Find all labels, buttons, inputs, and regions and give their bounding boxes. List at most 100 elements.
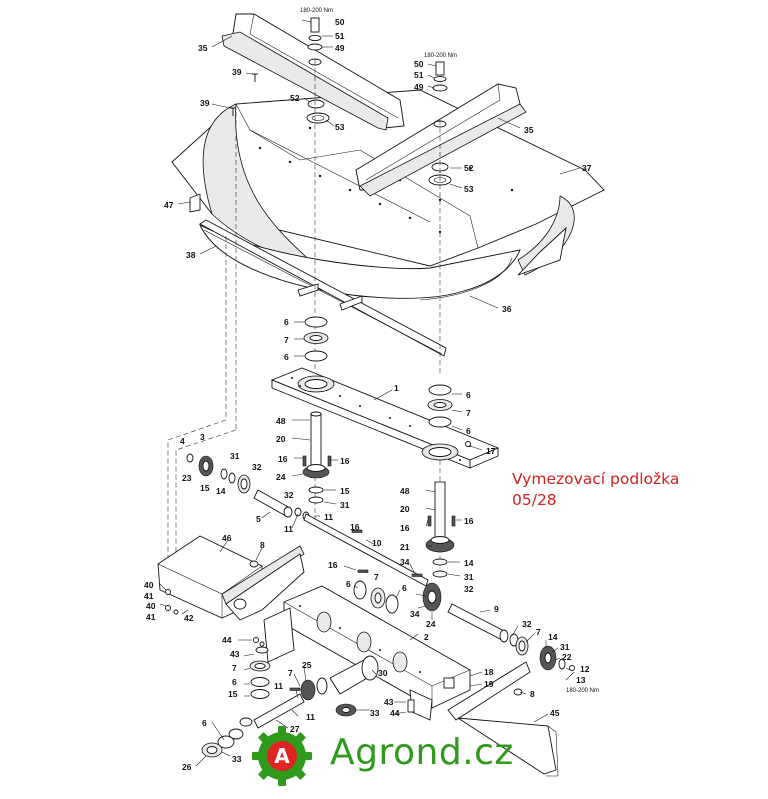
callout-17: 17: [486, 446, 496, 456]
callout-48: 48: [400, 486, 410, 496]
callout-6: 6: [402, 583, 407, 593]
callout-50: 50: [335, 17, 345, 27]
callout-33: 33: [232, 754, 242, 764]
gear-icon: A: [252, 726, 312, 786]
callout-16: 16: [400, 523, 410, 533]
callout-18: 18: [484, 667, 494, 677]
callout-14: 14: [548, 632, 558, 642]
callout-52: 52: [464, 163, 474, 173]
callout-16: 16: [340, 456, 350, 466]
torque-label: 180-200 Nm: [424, 53, 457, 59]
callout-23: 23: [182, 473, 192, 483]
left-frame-bracket: [157, 535, 305, 621]
callout-51: 51: [414, 70, 424, 80]
callout-7: 7: [466, 408, 471, 418]
callout-24: 24: [276, 472, 286, 482]
callout-6: 6: [346, 579, 351, 589]
right-output-components: [407, 603, 575, 777]
callout-10: 10: [372, 538, 382, 548]
callout-40: 40: [146, 601, 156, 611]
callout-51: 51: [335, 31, 345, 41]
callout-45: 45: [550, 708, 560, 718]
callout-6: 6: [284, 352, 289, 362]
callout-16: 16: [328, 560, 338, 570]
callout-34: 34: [400, 557, 410, 567]
callout-52: 52: [290, 93, 300, 103]
callout-16: 16: [350, 522, 360, 532]
agrond-logo: A Agrond.cz: [250, 724, 540, 788]
callout-36: 36: [502, 304, 512, 314]
callout-9: 9: [494, 604, 499, 614]
annotation-line-2: 05/28: [512, 491, 557, 509]
callout-16: 16: [278, 454, 288, 464]
callout-35: 35: [524, 125, 534, 135]
torque-labels: 180-200 Nm 180-200 Nm 180-200 Nm: [300, 8, 599, 694]
callout-44: 44: [222, 635, 232, 645]
callout-21: 21: [400, 542, 410, 552]
callout-7: 7: [374, 572, 379, 582]
callout-31: 31: [560, 642, 570, 652]
callout-14: 14: [464, 558, 474, 568]
callout-34: 34: [410, 609, 420, 619]
callout-14: 14: [216, 486, 226, 496]
callout-33: 33: [370, 708, 380, 718]
callout-44: 44: [390, 708, 400, 718]
callout-32: 32: [284, 490, 294, 500]
callout-11: 11: [324, 512, 333, 522]
annotation-line-1: Vymezovací podložka: [512, 470, 680, 488]
callout-31: 31: [230, 451, 240, 461]
torque-label: 180-200 Nm: [300, 8, 333, 14]
callout-16: 16: [464, 516, 474, 526]
callout-11: 11: [274, 681, 283, 691]
callout-49: 49: [414, 82, 424, 92]
callout-48: 48: [276, 416, 286, 426]
logo-letter: A: [274, 744, 290, 768]
gearbox-housing: [263, 585, 471, 721]
callout-31: 31: [464, 572, 474, 582]
callout-31: 31: [340, 500, 350, 510]
callout-20: 20: [276, 434, 286, 444]
callout-7: 7: [232, 663, 237, 673]
spacer-washer-annotation: Vymezovací podložka 05/28: [512, 469, 679, 511]
callout-8: 8: [260, 540, 265, 550]
callout-24: 24: [426, 619, 436, 629]
callout-6: 6: [232, 677, 237, 687]
callout-39: 39: [200, 98, 210, 108]
callout-15: 15: [340, 486, 350, 496]
callout-2: 2: [424, 632, 429, 642]
callout-42: 42: [184, 613, 194, 623]
callout-27: 27: [290, 724, 300, 734]
callout-43: 43: [384, 697, 394, 707]
callout-7: 7: [288, 668, 293, 678]
callout-1: 1: [394, 383, 399, 393]
callout-19: 19: [484, 679, 494, 689]
callout-6: 6: [284, 317, 289, 327]
callout-41: 41: [146, 612, 156, 622]
callout-11: 11: [284, 524, 293, 534]
callout-46: 46: [222, 533, 232, 543]
callout-40: 40: [144, 580, 154, 590]
callout-43: 43: [230, 649, 240, 659]
callout-4: 4: [180, 436, 185, 446]
callout-30: 30: [378, 668, 388, 678]
callout-47: 47: [164, 200, 174, 210]
upper-cover-assembly: [171, 13, 605, 357]
callout-50: 50: [414, 59, 424, 69]
callout-3: 3: [200, 432, 205, 442]
callout-15: 15: [228, 689, 238, 699]
torque-label: 180-200 Nm: [566, 688, 599, 694]
left-input-components: [186, 453, 442, 612]
lower-drive-shaft: [201, 655, 379, 758]
callout-20: 20: [400, 504, 410, 514]
callout-38: 38: [186, 250, 196, 260]
callout-5: 5: [256, 514, 261, 524]
callout-35: 35: [198, 43, 208, 53]
callout-15: 15: [200, 483, 210, 493]
callout-39: 39: [232, 67, 242, 77]
logo-text: Agrond.cz: [330, 732, 514, 773]
callout-53: 53: [464, 184, 474, 194]
callout-6: 6: [466, 426, 471, 436]
callout-49: 49: [335, 43, 345, 53]
lower-left-bearings: [249, 580, 399, 699]
